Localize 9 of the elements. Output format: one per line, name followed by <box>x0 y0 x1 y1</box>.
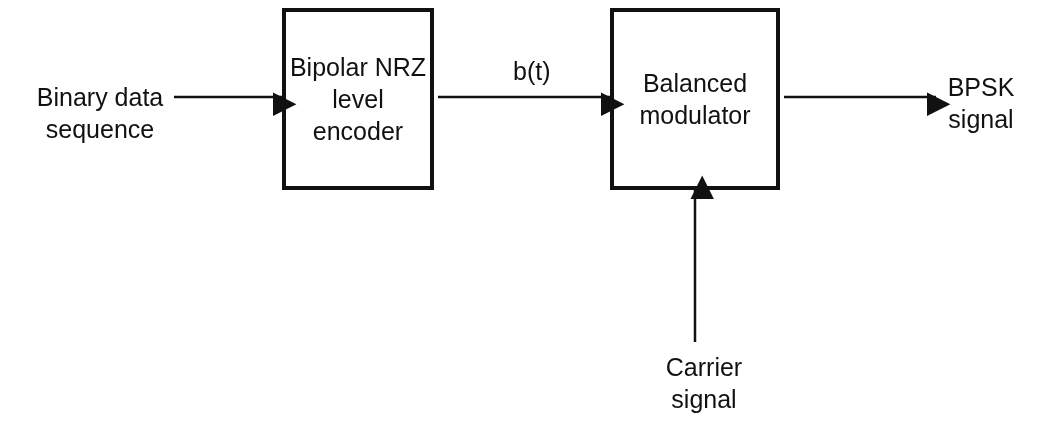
output-label: BPSK signal <box>936 60 1026 146</box>
arrow <box>438 92 625 116</box>
arrow <box>690 175 714 342</box>
input-label: Carrier signal <box>636 342 772 424</box>
arrow <box>174 92 297 116</box>
process-box: Bipolar NRZ level encoder <box>282 8 434 190</box>
process-box: Balanced modulator <box>610 8 780 190</box>
input-label: Binary data sequence <box>30 62 170 164</box>
arrow <box>784 92 951 116</box>
